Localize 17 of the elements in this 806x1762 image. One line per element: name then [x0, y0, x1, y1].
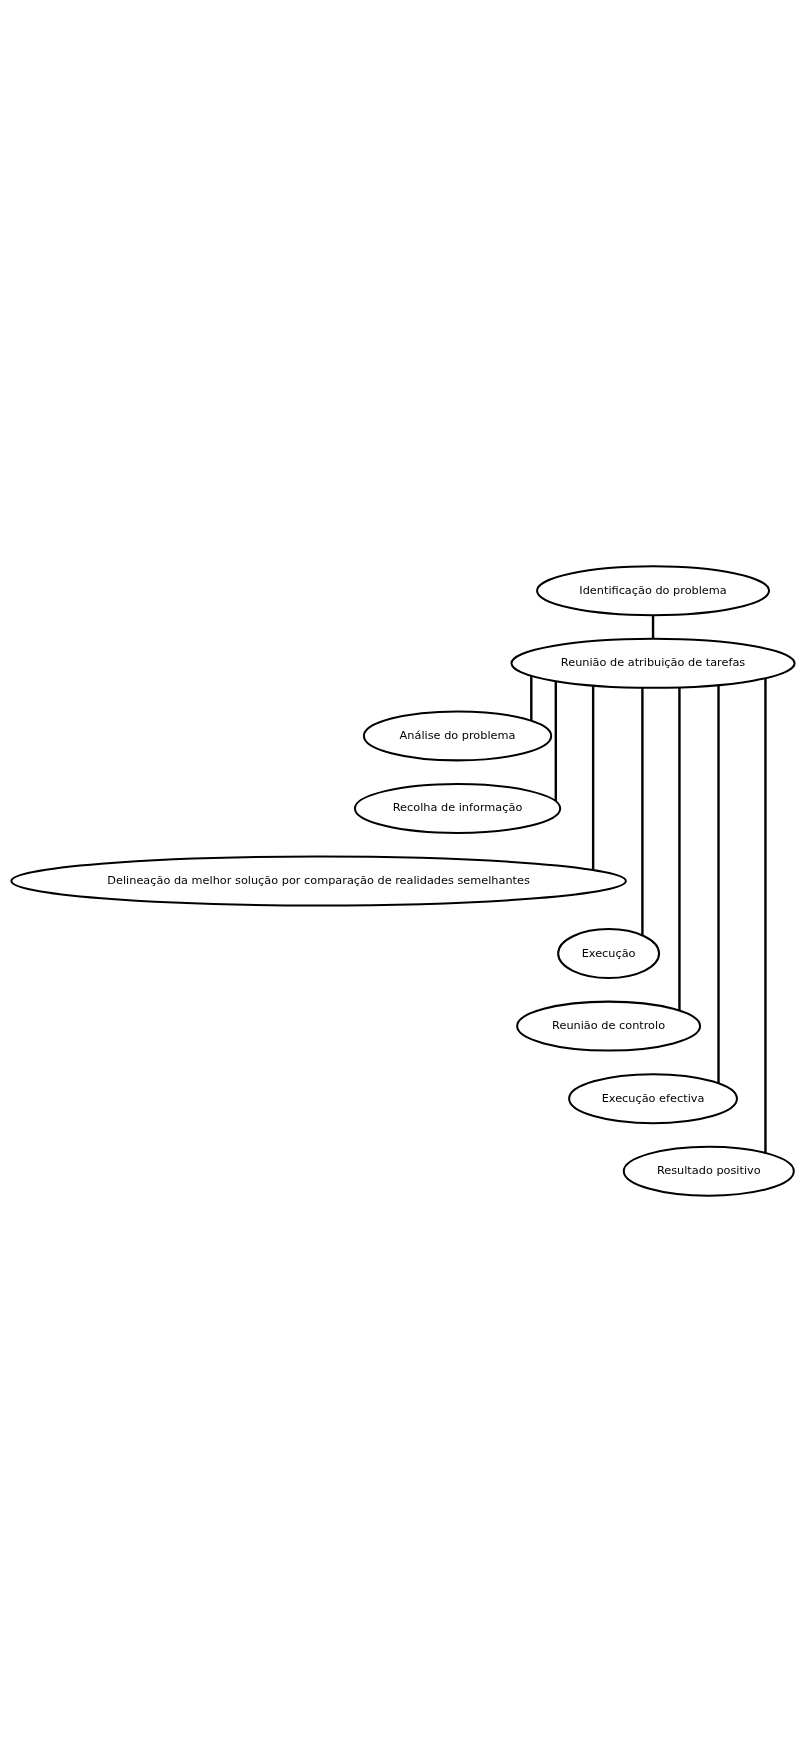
connector	[651, 615, 655, 639]
node-ellipse: Análise do problema	[362, 710, 553, 762]
node-ellipse: Execução efectiva	[568, 1073, 738, 1125]
node-ellipse: Delineação da melhor solução por comparação de realidades semelhantes	[10, 855, 627, 907]
node-ellipse: Reunião de controlo	[516, 1000, 702, 1052]
connector	[678, 687, 681, 1011]
node-ellipse: Resultado positivo	[622, 1145, 795, 1197]
node-ellipse: Identificação do problema	[536, 565, 771, 617]
connector	[764, 678, 767, 1153]
node-ellipse: Reunião de atribuição de tarefas	[510, 637, 796, 689]
connector	[591, 685, 595, 870]
connector	[530, 676, 533, 721]
connector	[554, 681, 557, 802]
connector	[641, 688, 644, 936]
node-ellipse: Execução	[557, 928, 661, 980]
connector	[717, 685, 720, 1084]
node-ellipse: Recolha de informação	[353, 782, 562, 834]
